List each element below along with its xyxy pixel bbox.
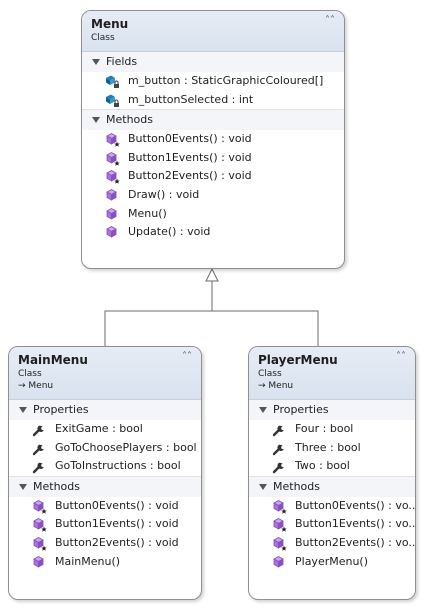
class-name: MainMenu <box>18 353 88 367</box>
member-label: PlayerMenu() <box>295 554 369 568</box>
class-name: PlayerMenu <box>258 353 338 367</box>
section-header-fields[interactable]: Fields <box>82 52 344 72</box>
member-label: Menu() <box>128 206 167 220</box>
expand-triangle-icon[interactable] <box>92 117 100 124</box>
member-label: m_buttonSelected : int <box>128 92 254 106</box>
member-label: Button0Events() : void <box>128 132 252 146</box>
member-label: Button1Events() : vo... <box>295 517 416 531</box>
member-row[interactable]: Button1Events() : void <box>9 515 201 534</box>
member-row[interactable]: Update() : void <box>82 223 344 242</box>
section-header-methods[interactable]: Methods <box>249 475 415 497</box>
collapse-chevrons-icon[interactable]: ˄˄ <box>325 15 335 26</box>
playermenu-inheritance-line <box>212 310 319 346</box>
member-label: Button2Events() : void <box>55 535 179 549</box>
member-label: ExitGame : bool <box>55 422 143 435</box>
collapse-chevrons-icon[interactable]: ˄˄ <box>396 351 406 362</box>
section-label: Fields <box>106 55 138 68</box>
member-row[interactable]: Menu() <box>82 205 344 224</box>
member-row[interactable]: ExitGame : bool <box>9 420 201 439</box>
member-label: Button0Events() : vo... <box>295 498 416 512</box>
collapse-chevrons-icon[interactable]: ˄˄ <box>182 351 192 362</box>
member-row[interactable]: Draw() : void <box>82 186 344 205</box>
member-label: Button2Events() : vo... <box>295 535 416 549</box>
member-row[interactable]: PlayerMenu() <box>249 553 415 572</box>
member-label: Button2Events() : void <box>128 169 252 183</box>
member-label: Button1Events() : void <box>55 517 179 531</box>
member-row[interactable]: Button2Events() : void <box>9 534 201 553</box>
class-stereotype: Class <box>258 369 282 379</box>
member-row[interactable]: Button1Events() : void <box>82 149 344 168</box>
member-row[interactable]: Three : bool <box>249 439 415 458</box>
member-row[interactable]: Button0Events() : void <box>82 130 344 149</box>
section-label: Methods <box>106 113 153 127</box>
base-class-link[interactable]: → Menu <box>258 381 294 391</box>
member-label: GoToChoosePlayers : bool <box>55 440 197 454</box>
member-label: MainMenu() <box>55 554 121 568</box>
member-label: Button1Events() : void <box>128 150 252 164</box>
member-label: GoToInstructions : bool <box>55 459 181 473</box>
class-menu[interactable]: Menu Class ˄˄ Fields m_button : StaticGra… <box>81 10 345 269</box>
member-row[interactable]: Button0Events() : void <box>9 497 201 516</box>
member-row[interactable]: GoToChoosePlayers : bool <box>9 439 201 458</box>
section-label: Properties <box>273 403 329 416</box>
member-label: Button0Events() : void <box>55 498 179 512</box>
member-row[interactable]: Button0Events() : vo... <box>249 497 415 516</box>
member-row[interactable]: Button1Events() : vo... <box>249 515 415 534</box>
member-label: Draw() : void <box>128 187 200 201</box>
member-row[interactable]: Button2Events() : vo... <box>249 534 415 553</box>
member-row[interactable]: Two : bool <box>249 457 415 476</box>
class-header: MainMenu Class → Menu ˄˄ <box>9 347 201 400</box>
section-label: Methods <box>273 479 320 493</box>
expand-triangle-icon[interactable] <box>19 483 27 490</box>
member-row[interactable]: GoToInstructions : bool <box>9 457 201 476</box>
base-class-link[interactable]: → Menu <box>18 381 54 391</box>
member-row[interactable]: m_buttonSelected : int <box>82 91 344 110</box>
class-header: PlayerMenu Class → Menu ˄˄ <box>249 347 415 400</box>
section-header-methods[interactable]: Methods <box>9 475 201 497</box>
section-header-properties[interactable]: Properties <box>9 400 201 420</box>
class-stereotype: Class <box>91 33 115 43</box>
member-label: Update() : void <box>128 225 211 239</box>
expand-triangle-icon[interactable] <box>19 407 27 413</box>
inheritance-arrowhead <box>205 267 219 282</box>
class-body: Fields m_button : StaticGraphicColoured[]… <box>82 52 344 246</box>
section-label: Methods <box>33 479 80 493</box>
member-label: Two : bool <box>295 459 350 473</box>
section-label: Properties <box>33 403 89 416</box>
class-stereotype: Class <box>18 369 42 379</box>
member-label: m_button : StaticGraphicColoured[] <box>128 74 324 87</box>
class-header: Menu Class ˄˄ <box>82 11 344 52</box>
member-row[interactable]: MainMenu() <box>9 553 201 572</box>
expand-triangle-icon[interactable] <box>259 407 267 413</box>
mainmenu-inheritance-line <box>104 310 212 346</box>
expand-triangle-icon[interactable] <box>259 483 267 490</box>
member-row[interactable]: Button2Events() : void <box>82 167 344 186</box>
member-label: Three : bool <box>295 440 361 454</box>
section-header-methods[interactable]: Methods <box>82 109 344 131</box>
member-row[interactable]: m_button : StaticGraphicColoured[] <box>82 72 344 91</box>
expand-triangle-icon[interactable] <box>92 59 100 65</box>
section-header-properties[interactable]: Properties <box>249 400 415 420</box>
member-row[interactable]: Four : bool <box>249 420 415 439</box>
class-name: Menu <box>91 17 129 31</box>
member-label: Four : bool <box>295 422 354 435</box>
